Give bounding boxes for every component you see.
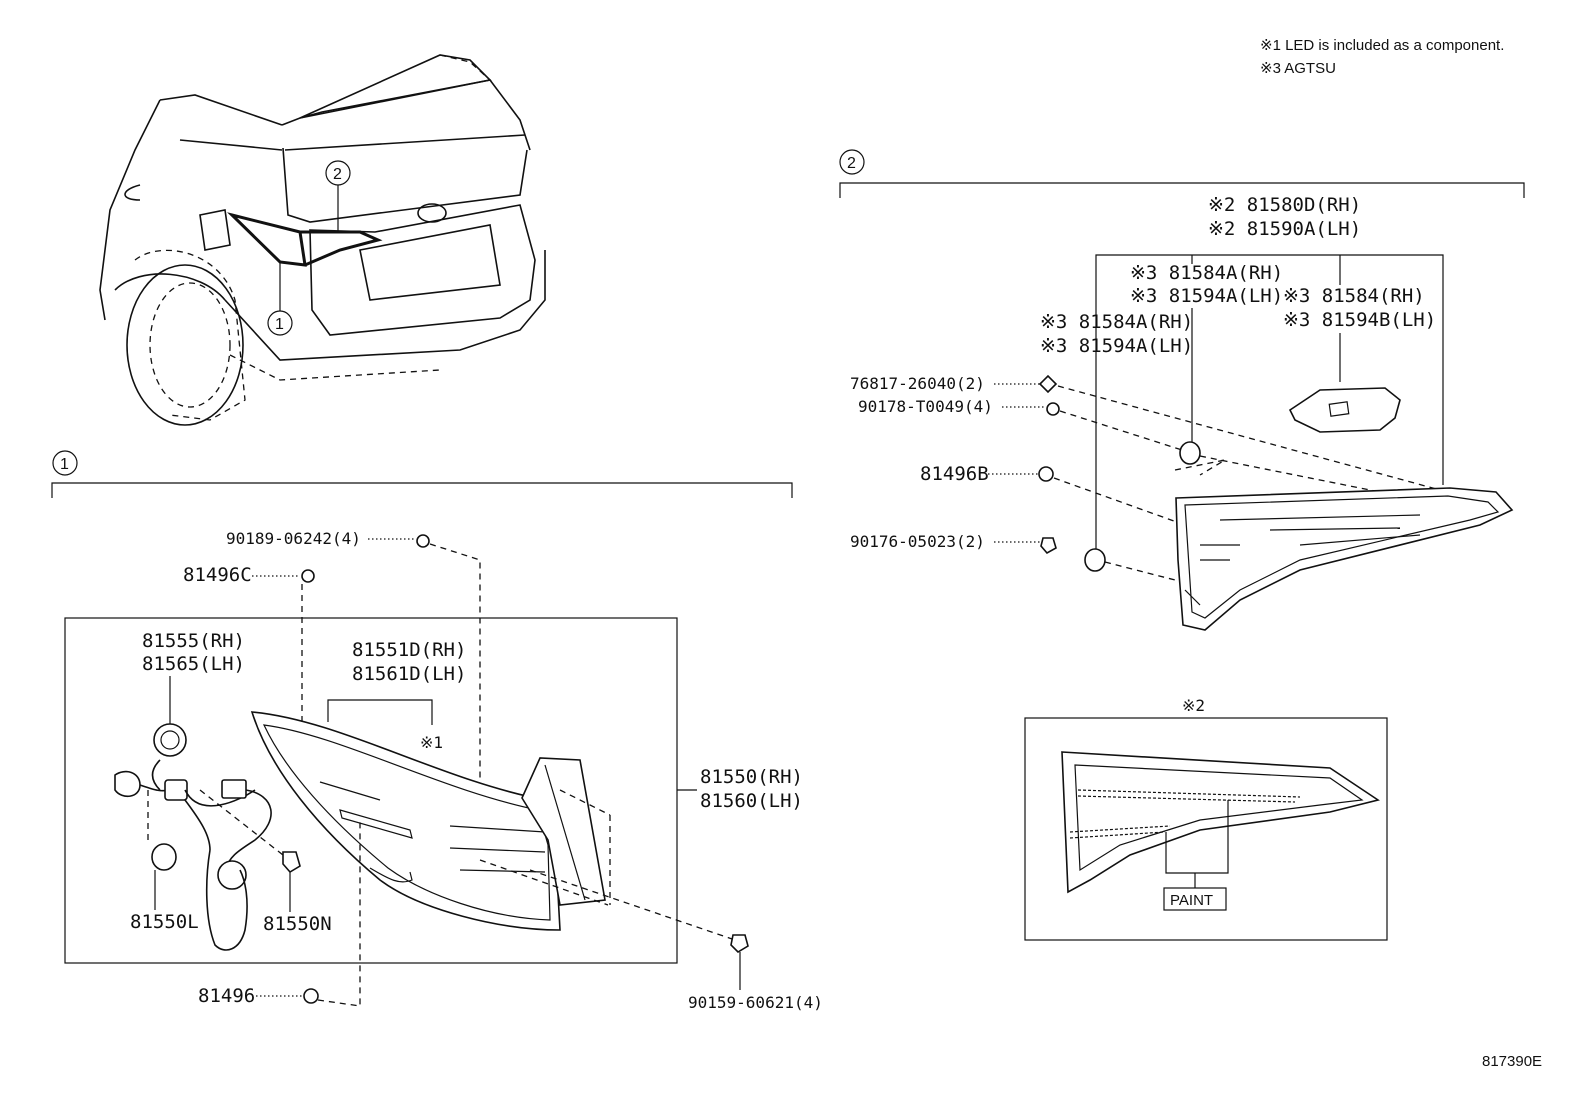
label-90178-T0049: 90178-T0049(4) — [858, 397, 993, 416]
diagram-id: 817390E — [1482, 1053, 1542, 1070]
label-81496: 81496 — [198, 985, 255, 1007]
section-1-number: 1 — [60, 456, 69, 473]
label-81555-rh: 81555(RH) — [142, 630, 245, 652]
label-90159-60621: 90159-60621(4) — [688, 993, 823, 1012]
label-81550N: 81550N — [263, 913, 332, 935]
label-81594A-lh-2: ※3 81594A(LH) — [1040, 335, 1193, 357]
vehicle-rear-illustration: 2 1 — [99, 54, 546, 426]
callout-1-vehicle: 1 — [275, 316, 284, 333]
label-76817-26040: 76817-26040(2) — [850, 374, 985, 393]
label-81551D-rh: 81551D(RH) — [352, 639, 466, 661]
label-81560-lh: 81560(LH) — [700, 790, 803, 812]
label-81584-rh: ※3 81584(RH) — [1283, 285, 1425, 307]
section-2-inner-lamp: 2 ※2 81580D(RH) ※2 81590A(LH) ※3 81584A(… — [839, 149, 1525, 941]
label-81584A-rh-2: ※3 81584A(RH) — [1040, 311, 1193, 333]
label-81590A-lh: ※2 81590A(LH) — [1208, 218, 1361, 240]
label-81584A-rh-1: ※3 81584A(RH) — [1130, 262, 1283, 284]
label-paint: PAINT — [1170, 892, 1213, 909]
label-81550L: 81550L — [130, 911, 199, 933]
led-ref-1: ※1 — [420, 733, 443, 752]
section-1-outer-lamp: 1 90189-06242(4) 81496C 81555(RH) 81565(… — [51, 450, 823, 1012]
section-2-number: 2 — [847, 155, 856, 172]
label-81561D-lh: 81561D(LH) — [352, 663, 466, 685]
callout-2-vehicle: 2 — [333, 166, 342, 183]
inset-ref-2: ※2 — [1182, 696, 1205, 715]
note-agtsu: ※3 AGTSU — [1260, 60, 1336, 77]
label-81580D-rh: ※2 81580D(RH) — [1208, 194, 1361, 216]
label-90189-06242: 90189-06242(4) — [226, 529, 361, 548]
label-81550-rh: 81550(RH) — [700, 766, 803, 788]
label-81594B-lh: ※3 81594B(LH) — [1283, 309, 1436, 331]
label-90176-05023: 90176-05023(2) — [850, 532, 985, 551]
note-led-component: ※1 LED is included as a component. — [1260, 37, 1504, 54]
label-81496C: 81496C — [183, 564, 252, 586]
label-81594A-lh-1: ※3 81594A(LH) — [1130, 285, 1283, 307]
label-81496B: 81496B — [920, 463, 989, 485]
label-81565-lh: 81565(LH) — [142, 653, 245, 675]
